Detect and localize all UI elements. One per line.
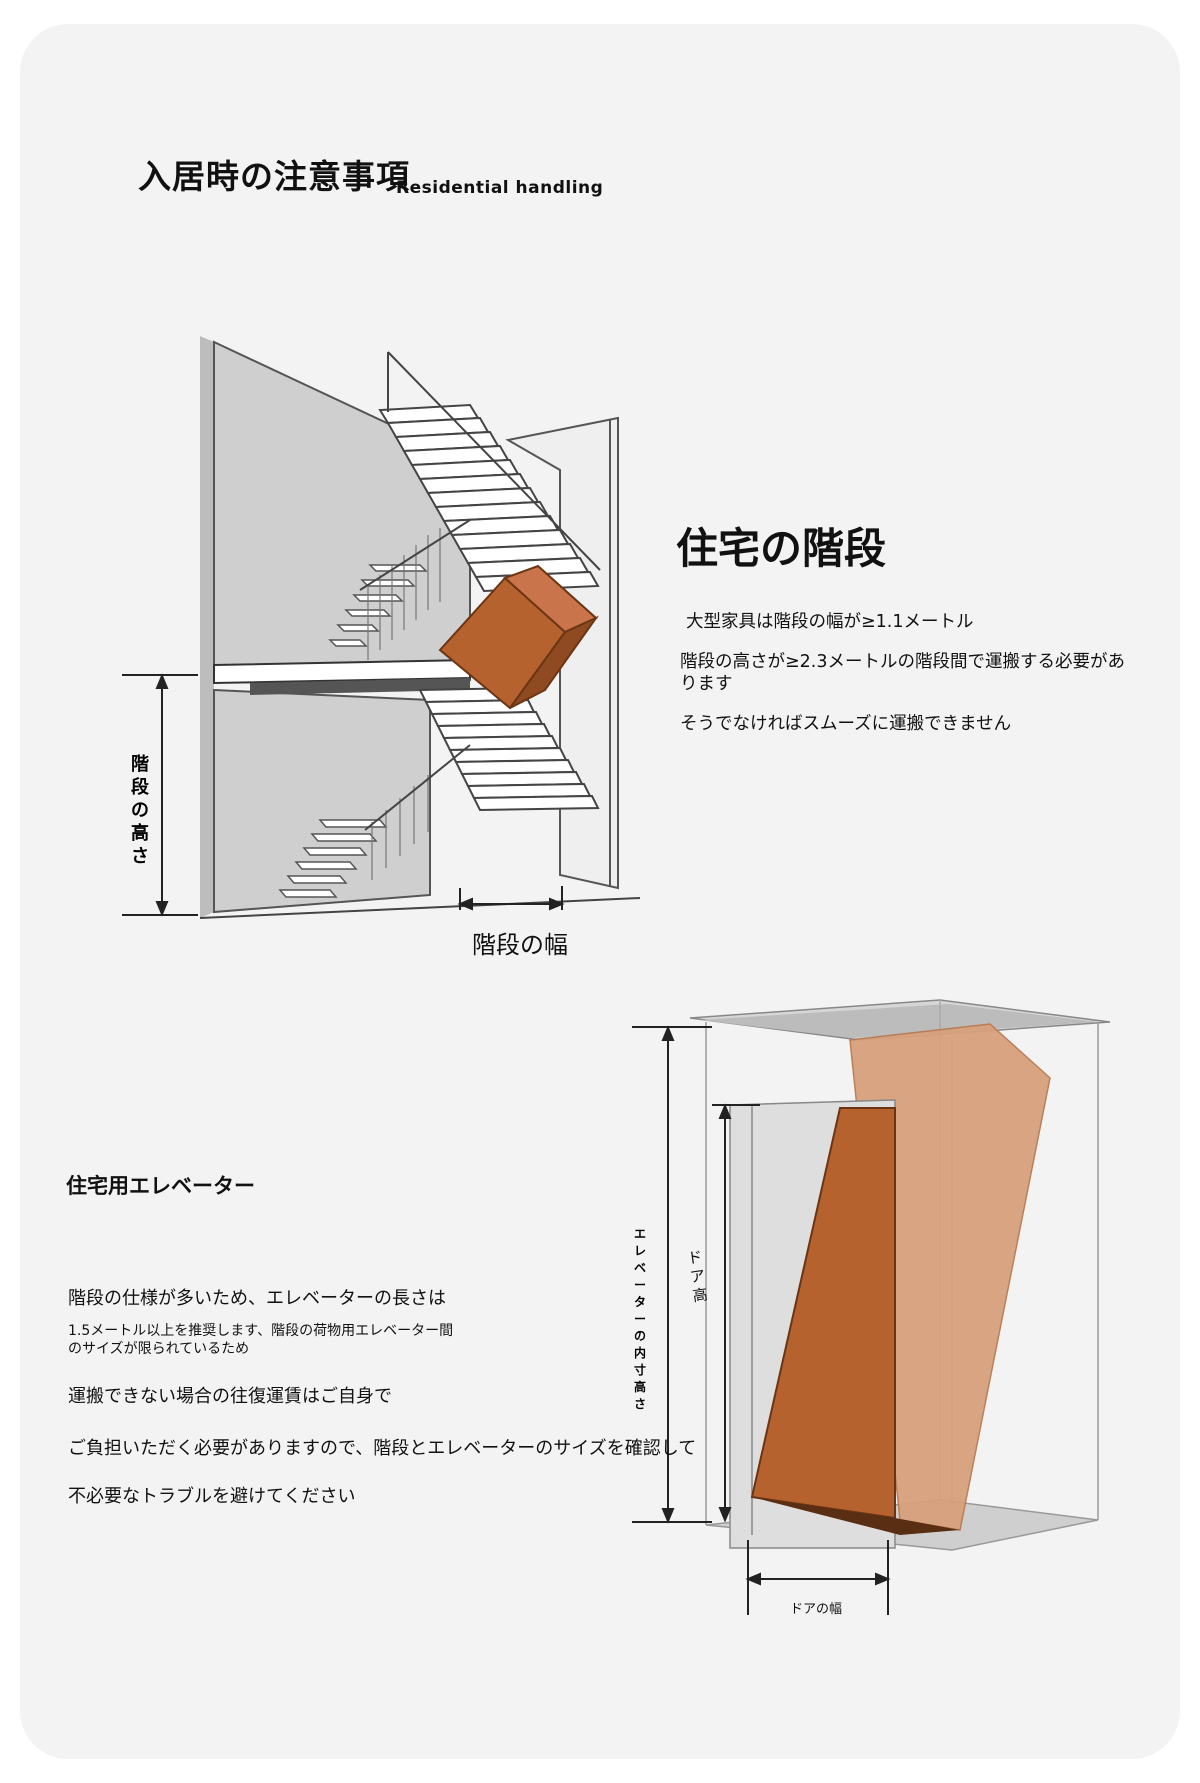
page-title: 入居時の注意事項 [138, 157, 410, 196]
elevator-line-2b: のサイズが限られているため [68, 1341, 250, 1357]
stair-height-label: 階 段 の 高 さ [131, 754, 150, 867]
stair-wall-left [200, 336, 214, 918]
svg-text:エ: エ [634, 1227, 646, 1241]
svg-text:ー: ー [634, 1312, 646, 1326]
svg-text:の: の [131, 800, 149, 821]
svg-text:さ: さ [634, 1397, 646, 1411]
stairs-description: 大型家具は階段の幅が≥1.1メートル 階段の高さが≥2.3メートルの階段間で運搬… [680, 612, 1140, 754]
svg-text:高: 高 [131, 822, 149, 844]
stair-width-dimension [457, 886, 565, 911]
stairs-paragraph-3: そうでなければスムーズに運搬できません [680, 713, 1012, 734]
stair-height-dimension [122, 673, 198, 917]
elevator-line-5: 不必要なトラブルを避けてください [68, 1486, 356, 1507]
svg-text:段: 段 [131, 776, 150, 798]
page-subtitle-en: Residential handling [396, 178, 604, 198]
elevator-inner-height-label: エ レ ベ ー タ ー の 内 寸 高 さ [634, 1227, 646, 1411]
elevator-line-4: ご負担いただく必要がありますので、階段とエレベーターのサイズを確認して [68, 1438, 697, 1459]
elevator-line-1: 階段の仕様が多いため、エレベーターの長さは [68, 1288, 446, 1309]
svg-text:さ: さ [131, 846, 149, 867]
svg-text:タ: タ [634, 1295, 646, 1309]
door-width-label: ドアの幅 [790, 1602, 843, 1617]
elevator-illustration: エ レ ベ ー タ ー の 内 寸 高 さ [632, 999, 1111, 1615]
stairs-paragraph-1: 大型家具は階段の幅が≥1.1メートル [686, 612, 974, 632]
stair-width-label: 階段の幅 [472, 931, 568, 959]
svg-text:の: の [634, 1329, 646, 1343]
svg-text:レ: レ [634, 1244, 646, 1258]
elevator-line-3: 運搬できない場合の往復運賃はご自身で [68, 1386, 392, 1407]
stairs-heading: 住宅の階段 [676, 524, 887, 573]
furniture-box-stairs [438, 564, 599, 710]
svg-text:高: 高 [634, 1379, 646, 1394]
svg-text:寸: 寸 [634, 1362, 646, 1377]
elevator-heading: 住宅用エレベーター [66, 1174, 255, 1198]
svg-text:内: 内 [634, 1345, 646, 1360]
svg-text:階: 階 [131, 754, 149, 775]
elevator-line-2a: 1.5メートル以上を推奨します、階段の荷物用エレベーター間 [68, 1323, 454, 1339]
stairs-paragraph-2: 階段の高さが≥2.3メートルの階段間で運搬する必要があります [680, 651, 1125, 694]
svg-text:ベ: ベ [634, 1261, 646, 1275]
svg-text:ー: ー [634, 1278, 646, 1292]
